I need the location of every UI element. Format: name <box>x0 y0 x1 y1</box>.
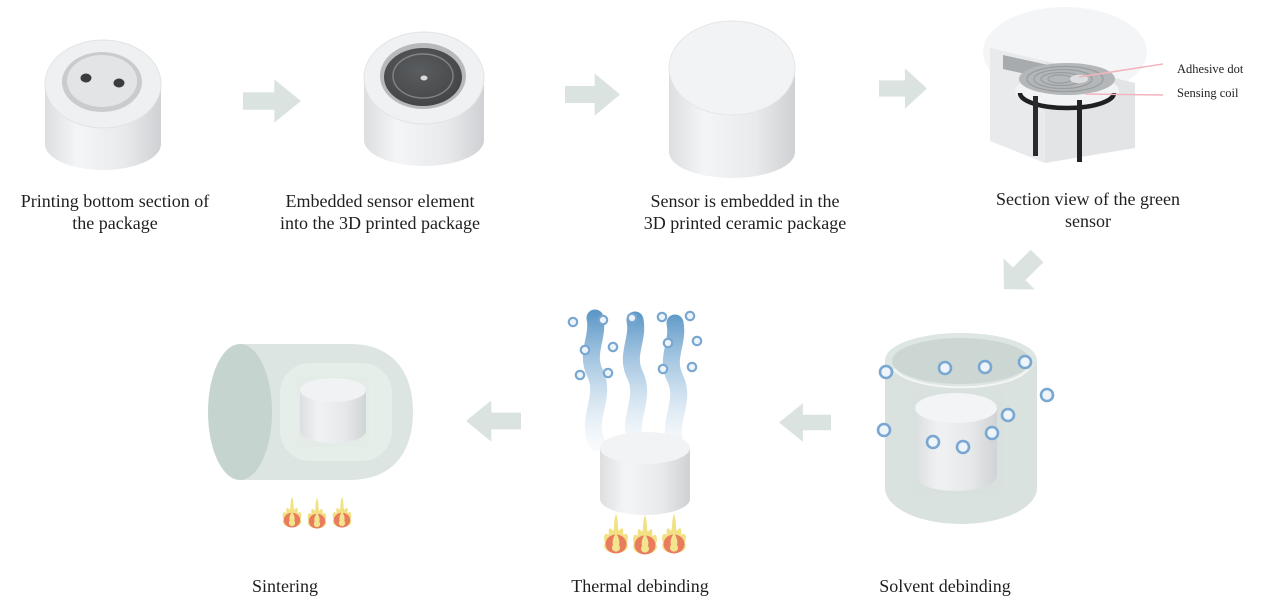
package-bottom-illustration <box>44 39 162 170</box>
white-cylinder-icon <box>600 432 690 515</box>
solvent-bubbles-icon <box>876 354 1055 455</box>
pin-holes-icon <box>80 73 125 88</box>
flow-arrow-3-icon <box>879 68 927 109</box>
adhesive-dot-label: Adhesive dot <box>1177 62 1244 76</box>
white-cylinder-icon <box>297 377 369 447</box>
caption-thermal-debinding: Thermal debinding <box>571 576 709 596</box>
caption-line: Section view of the green <box>996 189 1180 209</box>
sensing-coil-label: Sensing coil <box>1177 86 1239 100</box>
caption-print-bottom: Printing bottom section of the package <box>0 191 230 234</box>
sintering-illustration <box>208 344 413 529</box>
flow-arrow-5-icon <box>779 402 831 443</box>
caption-line: into the 3D printed package <box>280 212 480 233</box>
caption-sensor-embedded: Sensor is embedded in the 3D printed cer… <box>625 191 865 234</box>
caption-embed-sensor: Embedded sensor element into the 3D prin… <box>262 191 498 234</box>
flow-arrow-6-icon <box>466 399 521 443</box>
caption-line: the package <box>72 212 158 233</box>
caption-sintering: Sintering <box>252 576 318 596</box>
caption-section-view: Section view of the green sensor <box>968 189 1208 232</box>
solvent-debinding-illustration <box>876 333 1055 524</box>
flow-arrow-2-icon <box>565 73 620 116</box>
flow-arrow-4-icon <box>987 239 1053 305</box>
flames-icon <box>604 514 686 555</box>
section-view-illustration <box>983 7 1164 163</box>
sensing-coil-icon <box>1019 63 1115 95</box>
caption-line: 3D printed ceramic package <box>643 212 847 233</box>
thermal-debinding-illustration <box>567 309 703 555</box>
sensor-pins-icon <box>1033 96 1082 162</box>
vapor-streams-icon <box>582 309 688 457</box>
embedded-white-cylinder-icon <box>911 390 1003 494</box>
caption-line: Sensor is embedded in the <box>650 191 840 211</box>
caption-line: sensor <box>1065 210 1111 231</box>
caption-line: Embedded sensor element <box>285 191 475 211</box>
flames-icon <box>282 496 352 529</box>
closed-package-illustration <box>668 20 796 178</box>
vapor-bubbles-icon <box>567 310 703 381</box>
caption-line: Printing bottom section of <box>20 191 210 211</box>
caption-solvent-debinding: Solvent debinding <box>879 576 1011 596</box>
package-with-sensor-illustration <box>363 31 485 166</box>
sensing-coil-leader-line <box>1084 93 1164 96</box>
coil-underside-icon <box>1017 92 1117 111</box>
flow-arrow-1-icon <box>243 79 301 123</box>
adhesive-dot-leader-line <box>1078 63 1164 78</box>
sensor-disc-icon <box>384 48 462 106</box>
